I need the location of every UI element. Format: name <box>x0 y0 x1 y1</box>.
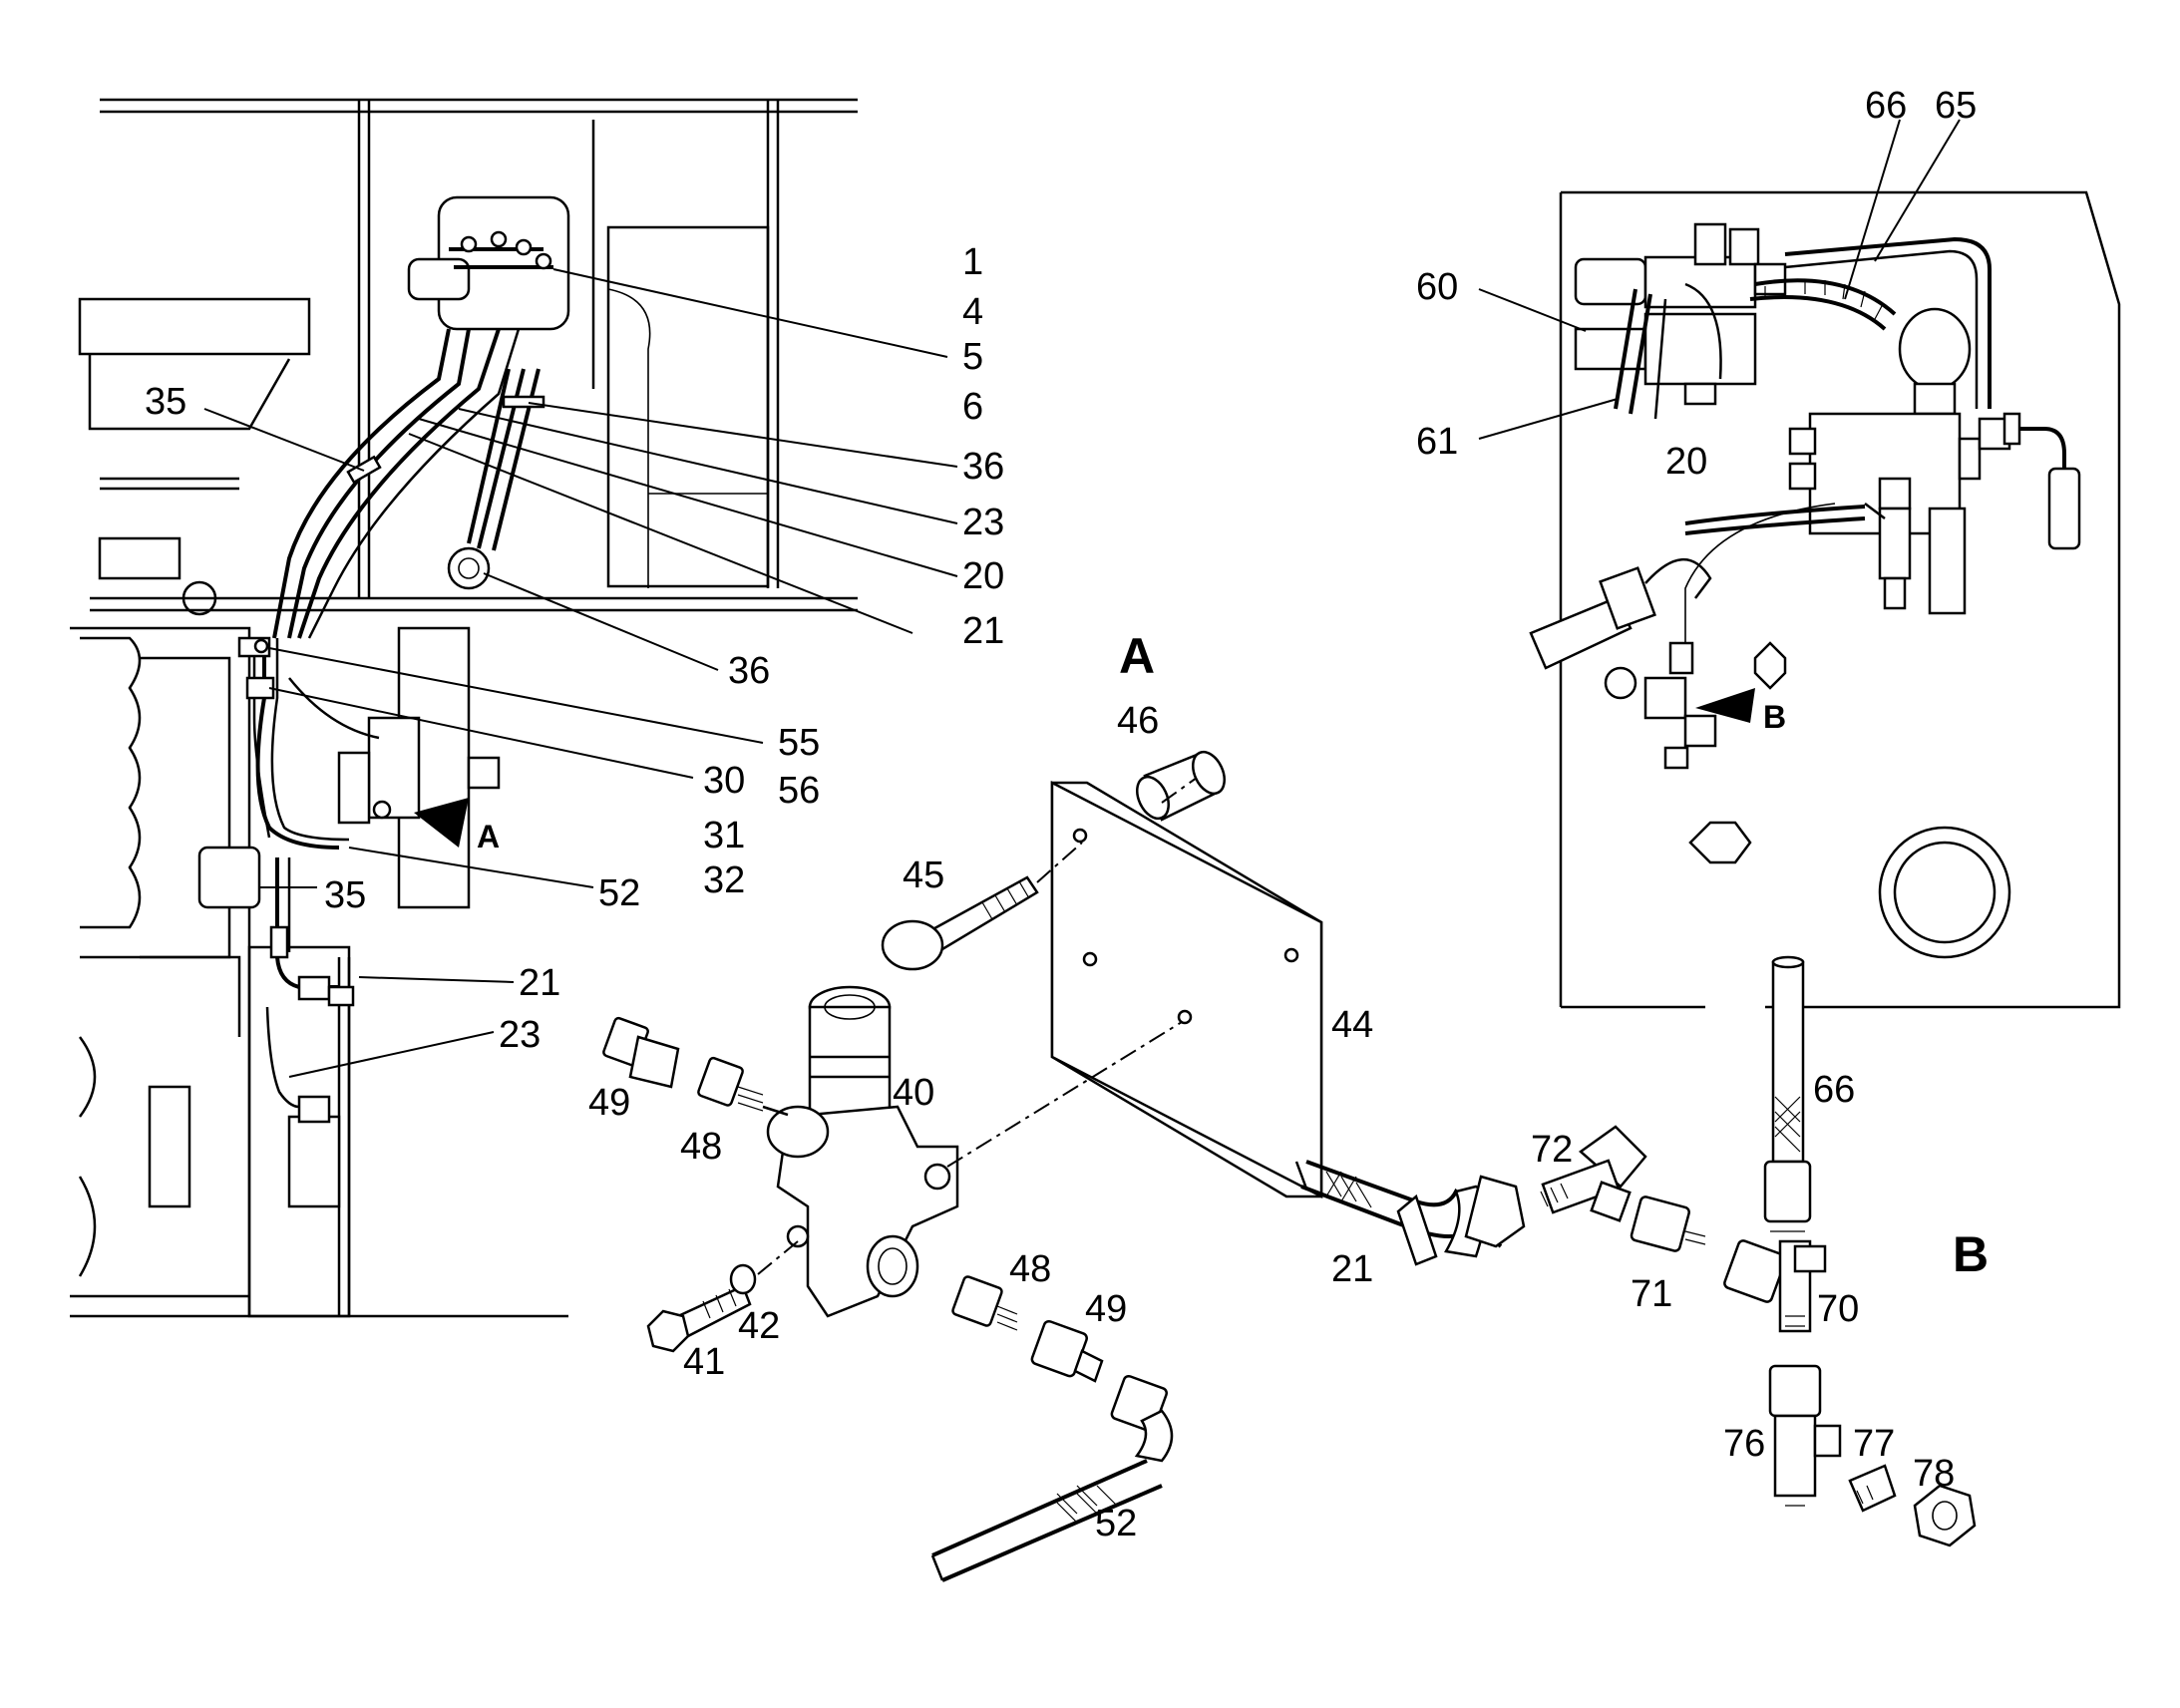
callout-52: 52 <box>598 872 640 914</box>
callout-31: 31 <box>703 815 745 856</box>
callout-30: 30 <box>703 760 745 802</box>
callout-44: 44 <box>1331 1004 1373 1046</box>
callout-21: 21 <box>962 610 1004 652</box>
callout-48: 48 <box>1009 1248 1051 1290</box>
callout-21: 21 <box>1331 1248 1373 1290</box>
callout-48: 48 <box>680 1126 722 1168</box>
callout-23: 23 <box>499 1014 541 1056</box>
view-a-marker: A <box>477 819 500 854</box>
callout-65: 65 <box>1935 85 1977 127</box>
callout-1: 1 <box>962 241 983 283</box>
callout-46: 46 <box>1117 700 1159 742</box>
callout-42: 42 <box>738 1305 780 1347</box>
callout-4: 4 <box>962 291 983 333</box>
callout-60: 60 <box>1416 266 1458 308</box>
callout-52: 52 <box>1095 1503 1137 1544</box>
callout-35: 35 <box>145 381 186 423</box>
callout-5: 5 <box>962 336 983 378</box>
callout-61: 61 <box>1416 421 1458 463</box>
view-b-title: B <box>1953 1226 1989 1282</box>
view-a-title: A <box>1119 628 1155 684</box>
callout-41: 41 <box>683 1341 725 1383</box>
machine-overview <box>70 98 858 1318</box>
callout-70: 70 <box>1817 1288 1859 1330</box>
view-b-parts <box>1294 955 1977 1547</box>
callout-45: 45 <box>903 854 944 896</box>
callout-36: 36 <box>728 650 770 692</box>
callout-72: 72 <box>1531 1129 1573 1171</box>
callout-6: 6 <box>962 386 983 428</box>
callout-23: 23 <box>962 502 1004 543</box>
callout-49: 49 <box>588 1082 630 1124</box>
callout-40: 40 <box>893 1072 934 1114</box>
callout-66: 66 <box>1865 85 1907 127</box>
callout-20: 20 <box>1665 441 1707 483</box>
callout-76: 76 <box>1723 1423 1765 1465</box>
view-a-parts <box>602 750 1323 1582</box>
callout-36: 36 <box>962 446 1004 488</box>
view-b-panel <box>1478 119 2121 1009</box>
callout-71: 71 <box>1631 1273 1672 1315</box>
callout-32: 32 <box>703 859 745 901</box>
callout-20: 20 <box>962 555 1004 597</box>
callout-49: 49 <box>1085 1288 1127 1330</box>
callout-55: 55 <box>778 722 820 764</box>
callout-labels: 1 4 5 6 35 36 23 20 21 36 55 56 30 31 32… <box>145 85 1989 1544</box>
view-b-marker: B <box>1763 699 1786 735</box>
callout-35: 35 <box>324 874 366 916</box>
callout-77: 77 <box>1853 1423 1895 1465</box>
callout-66: 66 <box>1813 1069 1855 1111</box>
callout-21: 21 <box>519 962 560 1004</box>
callout-56: 56 <box>778 770 820 812</box>
leader-lines-left <box>203 268 958 1078</box>
callout-78: 78 <box>1913 1453 1955 1495</box>
